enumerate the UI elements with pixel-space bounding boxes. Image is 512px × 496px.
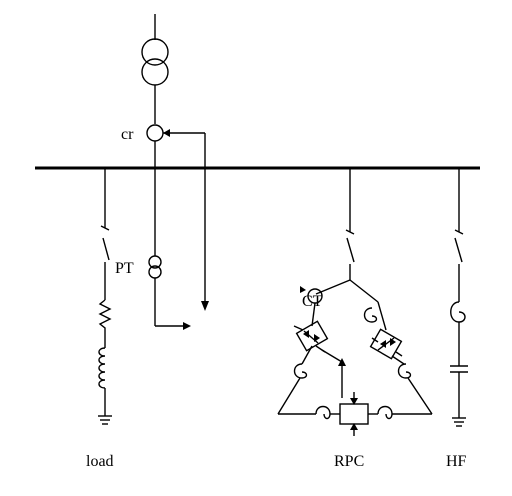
arrow-head — [163, 129, 170, 137]
inductor-bottom-right — [377, 405, 393, 420]
load-inductor — [98, 347, 106, 389]
signal-line-cr — [163, 129, 209, 311]
arrow-head — [300, 286, 306, 293]
inductor-bottom-left — [315, 405, 331, 420]
label-cr: cr — [121, 126, 134, 143]
thyristor-module-left — [293, 320, 329, 353]
hf-inductor — [450, 301, 466, 323]
current-sensor-cr: cr — [121, 124, 164, 168]
thyristor-module-bottom — [339, 392, 369, 436]
inductor-right-bottom — [397, 363, 412, 379]
thyristor-module-right — [369, 328, 403, 360]
inductor-left — [293, 363, 308, 379]
load-branch: load — [86, 168, 114, 470]
label-load: load — [86, 453, 114, 470]
label-rpc: RPC — [334, 453, 364, 470]
arrow-head — [201, 301, 209, 311]
main-transformer — [141, 14, 169, 124]
rpc-branch: CT — [277, 168, 433, 470]
hf-filter-branch: HF — [446, 168, 468, 470]
load-resistor — [98, 299, 112, 348]
label-pt: PT — [115, 260, 134, 277]
current-transformer-ct: CT — [300, 286, 323, 310]
voltage-transformer-pt: PT — [115, 168, 191, 330]
arrow-head — [183, 322, 191, 330]
inductor-right-top — [363, 307, 378, 323]
label-hf: HF — [446, 453, 467, 470]
label-ct: CT — [302, 293, 323, 310]
